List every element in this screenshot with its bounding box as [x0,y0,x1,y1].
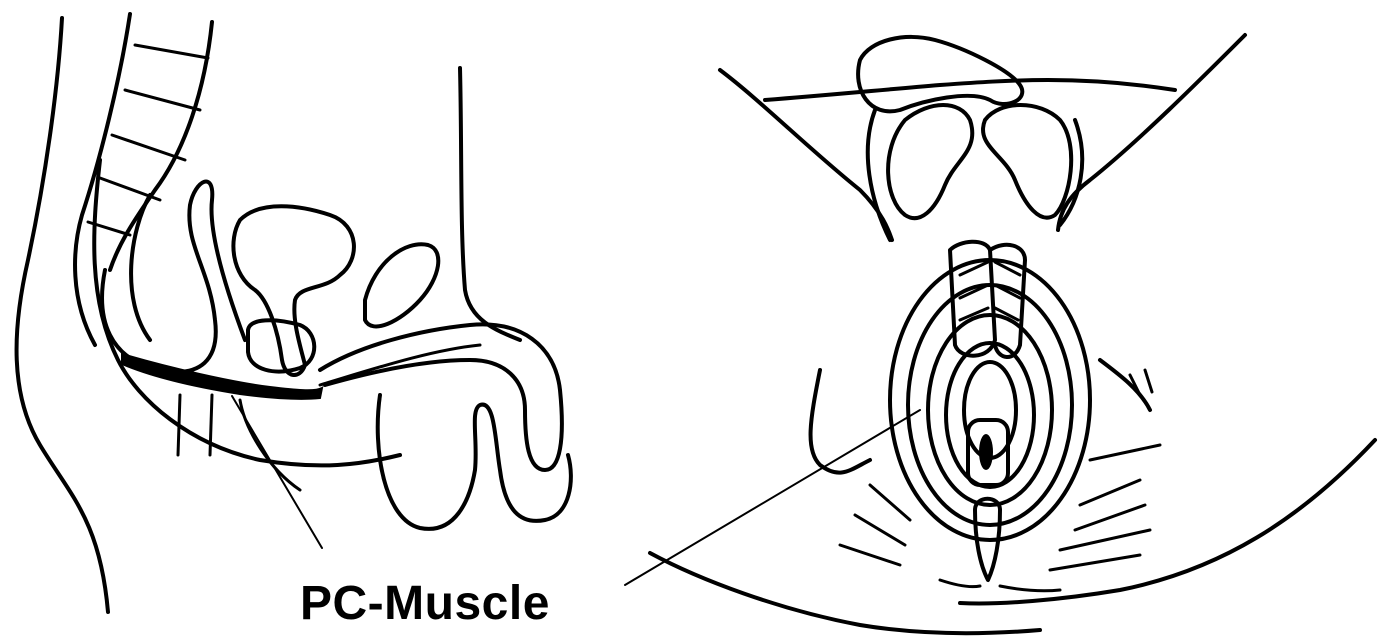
vertebra-line [112,135,185,160]
penis-outline [320,324,562,470]
perineum-line [1000,586,1060,591]
coccyx [858,37,1022,111]
vertebra-line [125,90,200,110]
crease-right [1100,360,1150,410]
leg-line [210,395,212,455]
muscle-line [1075,505,1145,530]
muscle-line [1060,530,1150,550]
bladder [233,206,354,375]
muscle-line [1090,445,1160,460]
muscle-line [840,545,900,565]
rectum-inner [131,195,150,340]
perineum-line [940,580,980,587]
pubic-bone [365,244,438,326]
scrotum [378,395,571,529]
rectum [102,181,245,371]
hair-line [1145,370,1152,392]
male-sagittal-pelvis-drawing [17,14,571,612]
leader-line-left [232,396,322,548]
ischial-bone-left [888,105,972,218]
muscle-line [855,515,905,545]
vaginal-opening-center [979,434,993,470]
abdomen-outline [460,68,520,340]
leg-line [178,395,180,455]
muscle-line [870,485,910,520]
body-outline-right-top [1058,35,1245,230]
pc-muscle-label: PC-Muscle [300,576,550,632]
muscle-line [1080,480,1140,505]
female-perineal-drawing [625,35,1375,633]
ischial-bone-right [983,105,1071,218]
urethra [320,345,480,385]
leader-line-right [625,410,920,585]
leg-line [240,400,300,490]
vertebra-line [135,45,208,58]
muscle-line [1050,555,1140,570]
back-outline [17,18,108,612]
